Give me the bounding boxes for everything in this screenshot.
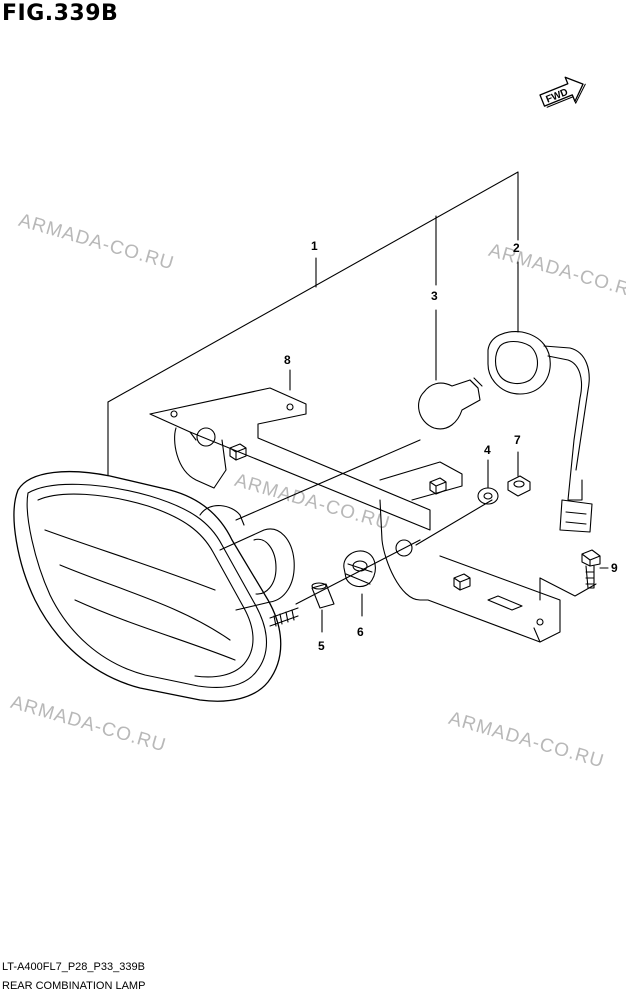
callout-2: 2 bbox=[513, 241, 520, 255]
drawing-code: LT-A400FL7_P28_P33_339B bbox=[2, 961, 145, 973]
callout-3: 3 bbox=[431, 289, 438, 303]
callout-6: 6 bbox=[357, 625, 364, 639]
figure-title: FIG.339B bbox=[2, 1, 119, 26]
assembly-frame-leader bbox=[107, 171, 519, 481]
bolt bbox=[581, 549, 601, 589]
spacer bbox=[311, 582, 335, 609]
nut bbox=[507, 475, 531, 497]
callout-4: 4 bbox=[484, 443, 491, 457]
forward-arrow-icon: FWD bbox=[539, 76, 586, 108]
assembly-lines bbox=[235, 439, 597, 605]
callout-1: 1 bbox=[311, 239, 318, 253]
lamp-housing bbox=[13, 470, 299, 702]
bracket bbox=[149, 387, 561, 643]
drawing-name: REAR COMBINATION LAMP bbox=[2, 980, 146, 992]
nut bbox=[343, 550, 376, 588]
callout-leaders bbox=[289, 261, 609, 633]
callout-5: 5 bbox=[318, 639, 325, 653]
callout-7: 7 bbox=[514, 433, 521, 447]
washer bbox=[477, 487, 499, 505]
callout-8: 8 bbox=[284, 353, 291, 367]
callout-9: 9 bbox=[611, 561, 618, 575]
socket-with-harness bbox=[487, 331, 593, 533]
bulb bbox=[418, 377, 483, 430]
